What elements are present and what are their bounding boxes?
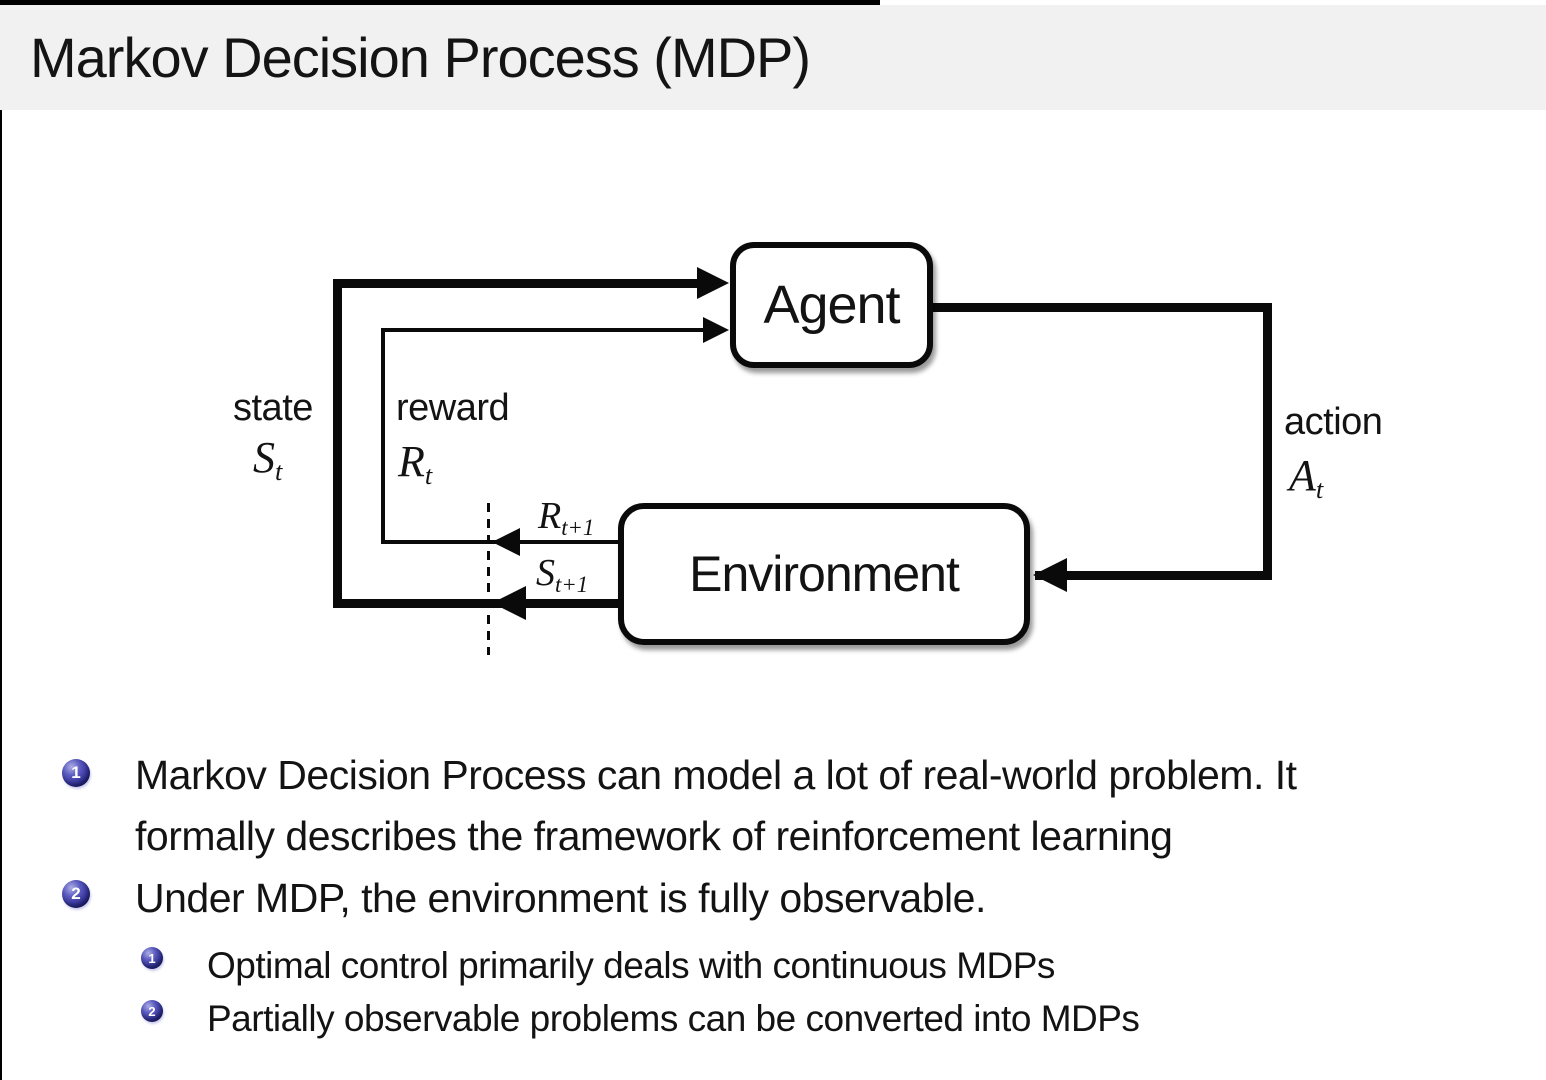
action-arrowhead-into-environment	[1033, 558, 1067, 592]
next-state-symbol: St+1	[536, 552, 589, 597]
state-line-bottom	[333, 599, 620, 608]
state-line-top	[333, 279, 705, 288]
state-symbol: St	[253, 433, 283, 486]
reward-line-left	[381, 328, 385, 544]
agent-label: Agent	[763, 275, 900, 335]
window-left-edge	[0, 0, 2, 1080]
action-symbol: At	[1289, 451, 1324, 504]
state-line-left	[333, 279, 342, 608]
subbullet-2-number-ball: 2	[141, 1000, 163, 1022]
agent-node: Agent	[730, 242, 933, 368]
bullet-1-line-2: formally describes the framework of rein…	[135, 813, 1173, 859]
window-top-edge	[0, 0, 880, 5]
subbullet-1-number-ball: 1	[141, 947, 163, 969]
action-label: action	[1284, 401, 1383, 443]
subbullet-1-text: Optimal control primarily deals with con…	[207, 945, 1055, 986]
environment-label: Environment	[689, 546, 960, 602]
next-state-arrowhead	[492, 586, 526, 620]
next-reward-arrowhead	[492, 528, 520, 556]
state-arrowhead-into-agent	[697, 267, 729, 299]
bullet-1-number-ball: 1	[62, 759, 90, 787]
reward-arrowhead-into-agent	[703, 317, 729, 343]
bullet-2-number-ball: 2	[62, 880, 90, 908]
environment-node: Environment	[618, 503, 1030, 645]
action-line-bottom	[1035, 571, 1272, 580]
title-band: Markov Decision Process (MDP)	[0, 5, 1546, 110]
action-line-top	[933, 303, 1272, 312]
bullet-1-line-1: Markov Decision Process can model a lot …	[135, 752, 1297, 798]
bullet-2-line-1: Under MDP, the environment is fully obse…	[135, 875, 986, 921]
subbullet-2-text: Partially observable problems can be con…	[207, 998, 1140, 1039]
reward-symbol: Rt	[398, 437, 433, 490]
reward-line-top	[381, 328, 707, 332]
state-label: state	[233, 387, 313, 429]
page-title: Markov Decision Process (MDP)	[30, 26, 811, 89]
action-line-right	[1263, 303, 1272, 580]
timestep-divider-dashed-line	[487, 503, 490, 655]
reward-label: reward	[396, 387, 510, 429]
next-reward-symbol: Rt+1	[538, 495, 595, 540]
